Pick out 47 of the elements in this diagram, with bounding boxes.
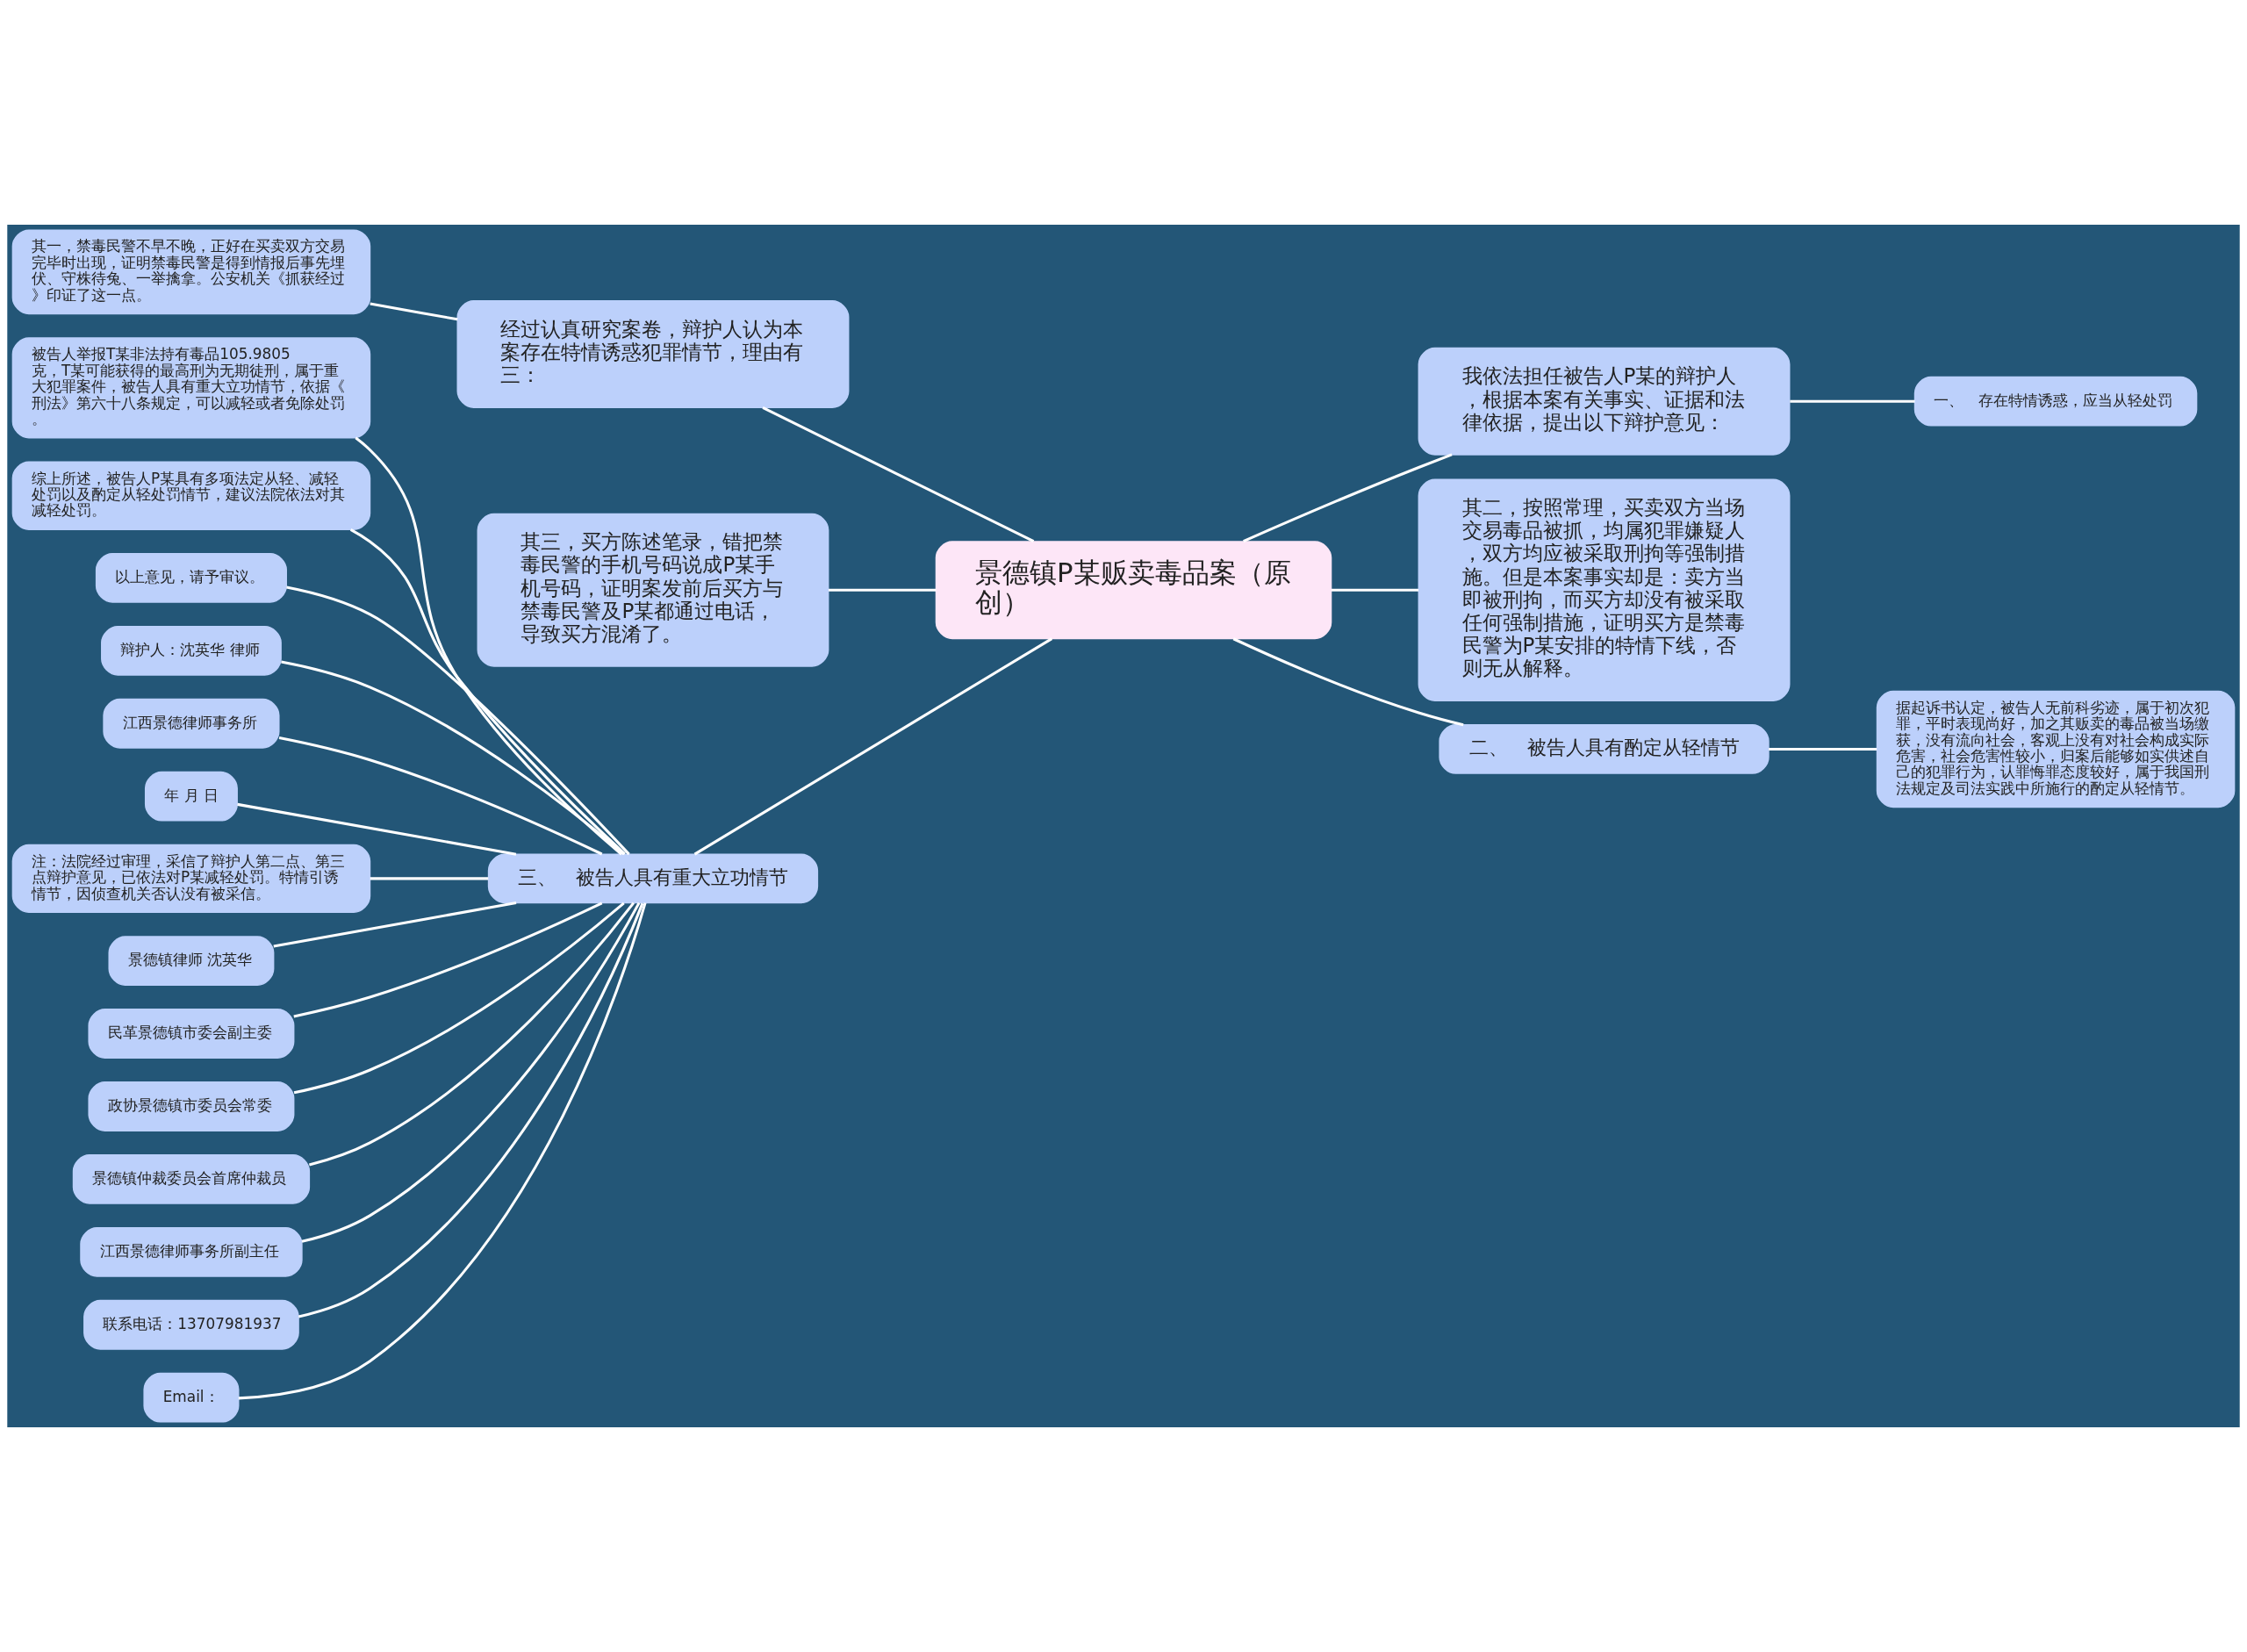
connector xyxy=(298,902,644,1318)
node-box: 综上所述，被告人P某具有多项法定从轻、减轻处罚以及酌定从轻处罚情节，建议法院依法对其减轻处罚。 xyxy=(11,461,371,530)
connector xyxy=(693,637,1053,856)
connector xyxy=(293,901,625,1095)
node-box: 二、 被告人具有酌定从轻情节 xyxy=(1439,724,1770,774)
node-box: 其三，买方陈述笔录，错把禁毒民警的手机号码说成P某手机号码，证明案发前后买方与禁毒民警及P某都通过电话，导致买方混淆了。 xyxy=(477,513,829,667)
connector xyxy=(308,901,635,1167)
connector xyxy=(1790,399,1915,403)
node-box: 辩护人：沈英华 律师 xyxy=(101,625,282,676)
connector xyxy=(1243,453,1453,542)
node-box: 据起诉书认定，被告人无前科劣迹，属于初次犯罪，平时表现尚好，加之其贩卖的毒品被当场缴获，没有流向社会，客观上没有对社会构成实际危害，社会危害性较小，归案后能够如实供述自己的犯罪行为，认罪悔罪态度较好，属于我国刑法规定及司法实践中所施行的酌定从轻情节。 xyxy=(1876,690,2236,808)
connector xyxy=(762,406,1035,543)
node-box: 江西景德律师事务所 xyxy=(103,698,280,749)
node-box: 被告人举报T某非法持有毒品105.9805克，T某可能获得的最高刑为无期徒刑，属于重大犯罪案件，被告人具有重大立功情节，依据《刑法》第六十八条规定，可以减轻或者免除处罚。 xyxy=(11,337,371,439)
node-box: 经过认真研究案卷，辩护人认为本案存在特情诱惑犯罪情节，理由有三： xyxy=(456,300,850,408)
connector xyxy=(349,528,626,856)
connector xyxy=(355,436,623,856)
connector xyxy=(1769,747,1877,751)
connector xyxy=(286,585,630,856)
node-box: 以上意见，请予审议。 xyxy=(95,553,287,603)
node-box: Email： xyxy=(143,1372,240,1423)
connector xyxy=(281,660,625,856)
node-box: 江西景德律师事务所副主任 xyxy=(80,1226,303,1277)
connector xyxy=(370,302,458,321)
node-box: 其一，禁毒民警不早不晚，正好在买卖双方交易完毕时出现，证明禁毒民警是得到情报后事先埋伏、守株待兔、一举擒拿。公安机关《抓获经过》印证了这一点。 xyxy=(11,229,371,315)
node-box: 民革景德镇市委会副主委 xyxy=(88,1009,295,1059)
node-box: 景德镇律师 沈英华 xyxy=(108,936,275,986)
connector xyxy=(238,902,647,1400)
node-box: 一、 存在特情诱惑，应当从轻处罚 xyxy=(1913,376,2198,427)
connector xyxy=(273,901,517,948)
node-box: 景德镇仲裁委员会首席仲裁员 xyxy=(72,1154,311,1204)
node-box: 三、 被告人具有重大立功情节 xyxy=(487,853,819,904)
connector xyxy=(1232,637,1464,727)
node-box: 景德镇P某贩卖毒品案（原创） xyxy=(935,541,1332,640)
connector xyxy=(293,901,603,1018)
connector xyxy=(829,588,937,592)
node-box: 政协景德镇市委员会常委 xyxy=(88,1081,295,1131)
node-box: 我依法担任被告人P某的辩护人，根据本案有关事实、证据和法律依据，提出以下辩护意见： xyxy=(1418,347,1791,456)
connector xyxy=(1331,588,1419,592)
connector xyxy=(278,736,603,856)
node-box: 注：法院经过审理，采信了辩护人第二点、第三点辩护意见，已依法对P某减轻处罚。特情引诱情节，因侦查机关否认没有被采信。 xyxy=(11,844,371,914)
node-box: 年 月 日 xyxy=(144,771,238,822)
connector xyxy=(301,901,641,1243)
node-box: 其二，按照常理，买卖双方当场交易毒品被抓，均属犯罪嫌疑人，双方均应被采取刑拘等强制措施。但是本案事实却是：卖方当即被刑拘，而买方却没有被采取任何强制措施，证明买方是禁毒民警为P某安排的特情下线，否则无从解释。 xyxy=(1418,478,1791,701)
node-box: 联系电话：13707981937 xyxy=(83,1299,299,1350)
connector xyxy=(237,802,517,856)
connector xyxy=(370,877,489,880)
